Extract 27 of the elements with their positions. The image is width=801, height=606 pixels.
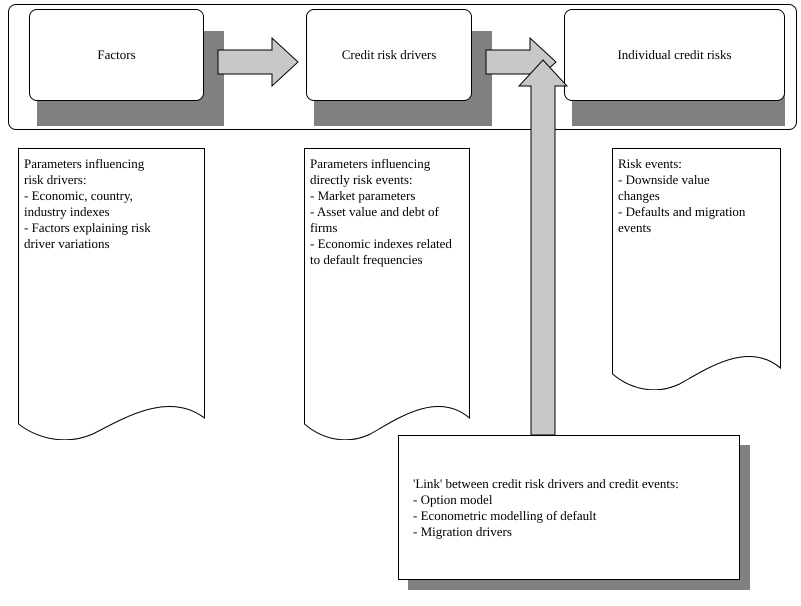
block-arrow [218, 36, 299, 88]
node-text: - Economic indexes related to default frequencies [310, 236, 453, 268]
node-text: - Market parameters [310, 188, 416, 204]
node-text: - Defaults and migration events [618, 204, 746, 236]
node-text: Risk events: [618, 156, 683, 172]
node-text: Parameters influencing risk drivers: [24, 156, 146, 188]
block-arrow [518, 59, 568, 436]
document-shape [18, 148, 205, 440]
node-text: - Option model [413, 492, 494, 508]
process-box [564, 9, 785, 101]
node-text: - Downside value changes [618, 172, 711, 204]
document-shape [612, 148, 781, 390]
node-text: Individual credit risks [617, 47, 732, 63]
node-text: Credit risk drivers [342, 47, 436, 63]
node-text: - Economic, country, industry indexes [24, 188, 134, 220]
process-box [398, 435, 740, 580]
process-box [306, 9, 472, 101]
document-shape [304, 148, 470, 440]
node-text: - Econometric modelling of default [413, 508, 598, 524]
node-text: - Factors explaining risk driver variations [24, 220, 152, 252]
node-text: Factors [97, 47, 136, 63]
group-band [8, 4, 797, 130]
node-text: - Asset value and debt of firms [310, 204, 440, 236]
process-box [29, 9, 204, 101]
node-text: Parameters influencing directly risk events: [310, 156, 432, 188]
node-text: 'Link' between credit risk drivers and credit events: [413, 476, 680, 492]
node-text: - Migration drivers [413, 524, 513, 540]
